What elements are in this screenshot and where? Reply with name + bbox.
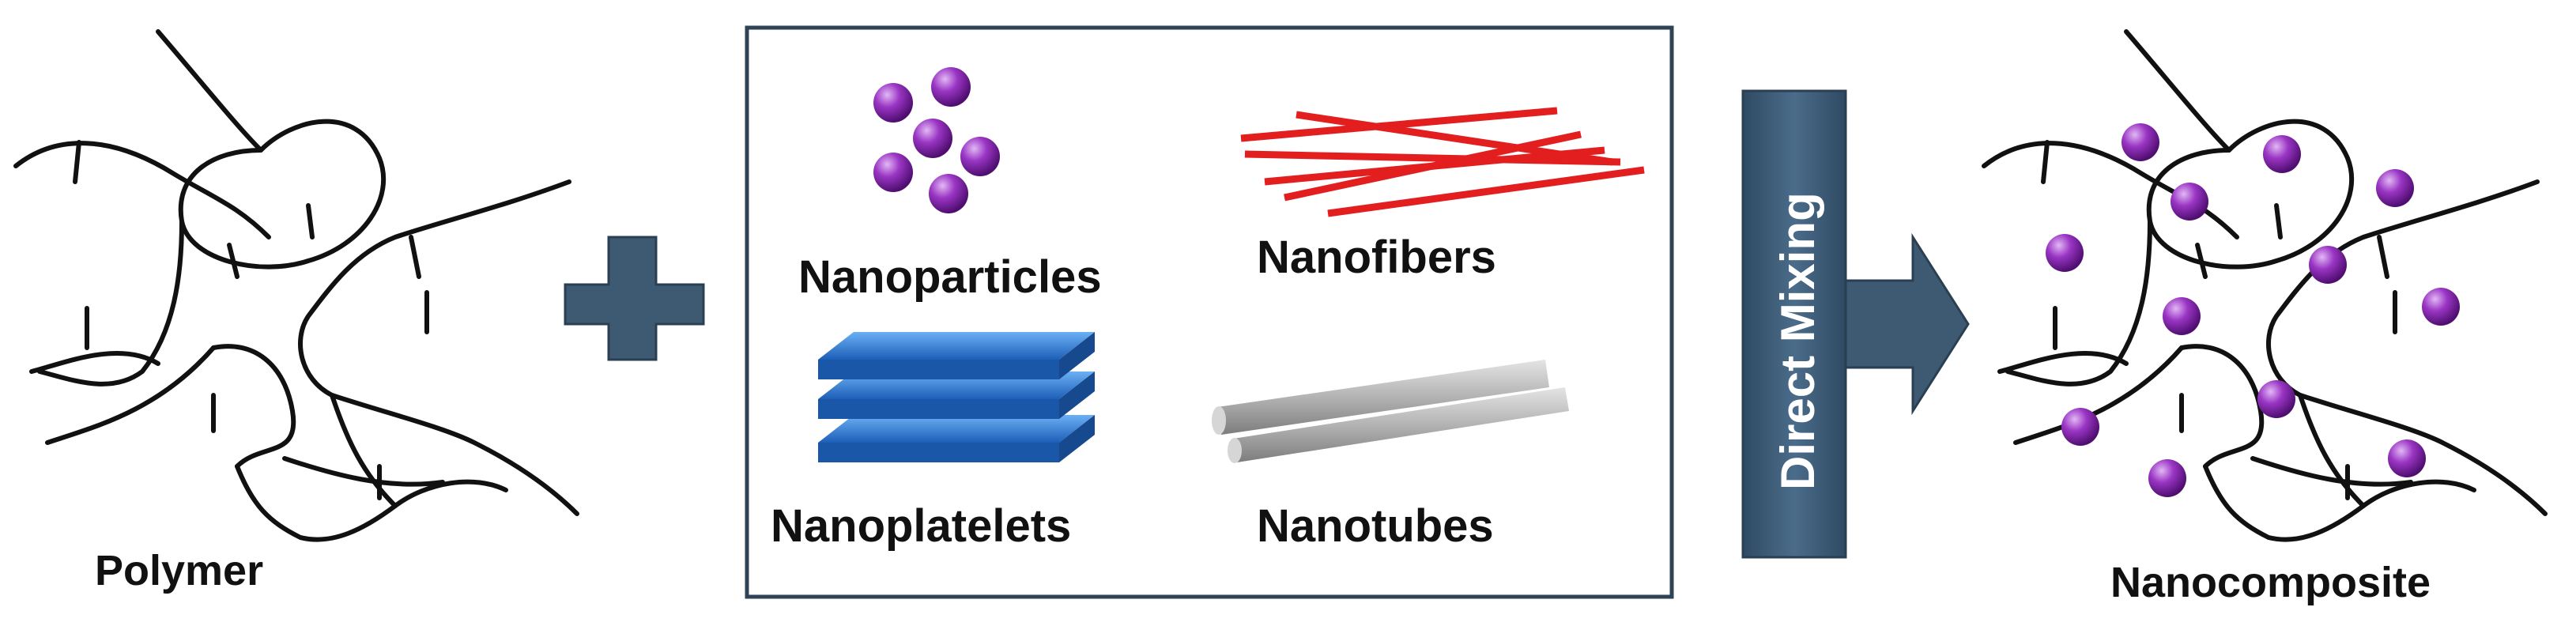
nanofibers-icon <box>1240 107 1645 217</box>
nanofiller-box <box>745 25 1674 599</box>
nanofibers-label: Nanofibers <box>1257 232 1496 283</box>
direct-mixing-label: Direct Mixing <box>1771 192 1824 490</box>
nanoparticles-label: Nanoparticles <box>798 251 1102 303</box>
polymer-label: Polymer <box>95 547 263 594</box>
nanocomposite-network <box>1982 29 2548 542</box>
plus-icon <box>564 236 705 361</box>
nanocomposite-label: Nanocomposite <box>2110 559 2431 606</box>
right-arrow-icon <box>1741 89 1970 559</box>
nanotubes-label: Nanotubes <box>1257 500 1494 552</box>
nanoplatelets-icon <box>818 332 1095 462</box>
polymer-network <box>13 29 579 542</box>
dispersed-nanoparticles <box>2046 123 2460 497</box>
nanotubes-icon <box>1212 360 1569 463</box>
nanoparticles-icon <box>873 67 1000 213</box>
nanoplatelets-label: Nanoplatelets <box>771 500 1071 552</box>
